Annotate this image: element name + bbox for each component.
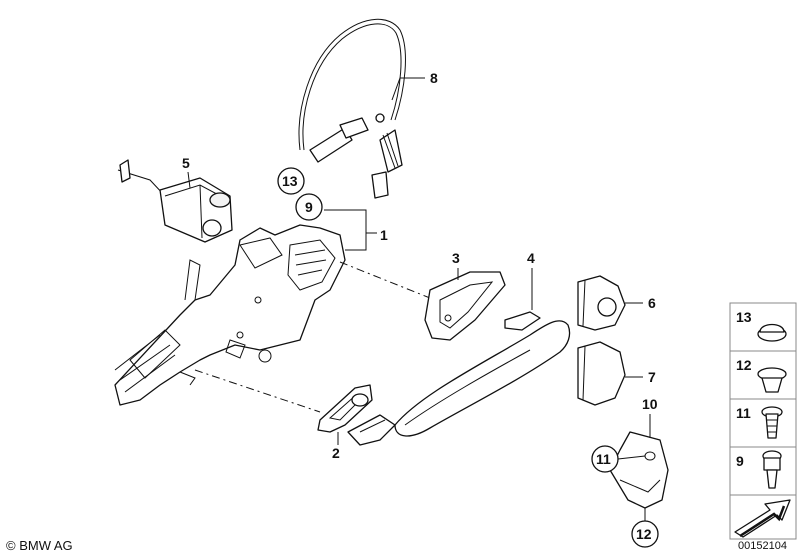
callout-6: 6 xyxy=(648,295,656,311)
callout-9: 9 xyxy=(295,193,323,221)
expanding-rivet-icon xyxy=(757,367,787,393)
sidebar-item-13: 13 xyxy=(736,309,752,325)
sidebar-item-9: 9 xyxy=(736,453,744,469)
direction-arrow-icon xyxy=(734,499,791,538)
lock-cylinder-part[interactable] xyxy=(117,159,233,243)
svg-text:9: 9 xyxy=(305,199,313,215)
callout-10: 10 xyxy=(642,396,658,412)
copyright-text: © BMW AG xyxy=(6,538,73,553)
bolt-icon xyxy=(762,450,782,489)
cover-cap-lower-part[interactable] xyxy=(577,341,626,406)
gasket-lower-part[interactable] xyxy=(317,384,373,433)
callout-2: 2 xyxy=(332,445,340,461)
image-number: 00152104 xyxy=(738,540,787,552)
callout-13-top: 13 xyxy=(277,167,305,195)
guide-line-lower xyxy=(194,369,321,413)
callout-12-bottom: 12 xyxy=(631,508,659,548)
bowden-cable-part[interactable] xyxy=(298,18,406,199)
handle-carrier-part[interactable] xyxy=(114,224,346,406)
svg-text:12: 12 xyxy=(636,526,652,542)
sidebar-item-12: 12 xyxy=(736,357,752,373)
guide-line-upper xyxy=(339,261,431,299)
svg-text:13: 13 xyxy=(282,173,298,189)
callout-1: 1 xyxy=(380,227,388,243)
sidebar-item-11: 11 xyxy=(736,405,751,421)
outside-handle-part[interactable] xyxy=(347,311,571,446)
cap-plug-icon xyxy=(757,323,787,342)
sidebar-parts-list: 13 12 11 9 xyxy=(729,302,797,540)
callout-11: 11 xyxy=(591,445,646,473)
sidebar-box-11 xyxy=(729,398,797,448)
callout-4: 4 xyxy=(527,250,535,266)
cover-cap-upper-part[interactable] xyxy=(577,275,626,331)
bracket-part[interactable] xyxy=(609,431,669,509)
svg-text:11: 11 xyxy=(596,451,611,467)
callout-5: 5 xyxy=(182,155,190,171)
callout-3: 3 xyxy=(452,250,460,266)
callout-7: 7 xyxy=(648,369,656,385)
gasket-upper-part[interactable] xyxy=(424,271,506,341)
torx-screw-icon xyxy=(761,406,783,439)
callout-8: 8 xyxy=(430,70,438,86)
